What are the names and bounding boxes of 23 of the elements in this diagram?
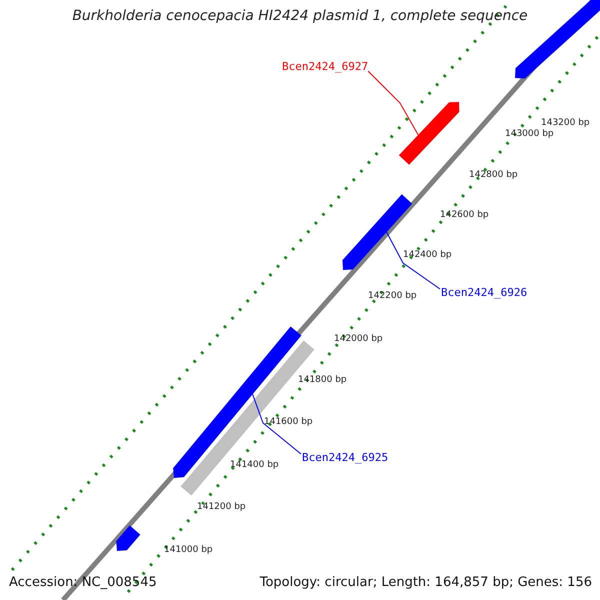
scale-label: 141400 bp xyxy=(230,461,279,471)
gene-label: Bcen2424_6925 xyxy=(302,452,388,464)
leader-line xyxy=(368,70,419,136)
gene-arrow xyxy=(116,525,140,551)
scale-label: 143200 bp xyxy=(541,119,590,129)
scale-label: 141200 bp xyxy=(197,503,246,513)
scale-label: 141600 bp xyxy=(264,418,313,428)
accession-text: Accession: NC_008545 xyxy=(9,576,157,590)
gene-label: Bcen2424_6927 xyxy=(282,61,368,74)
scale-label: 142400 bp xyxy=(403,251,452,261)
scale-label: 142600 bp xyxy=(440,211,489,221)
scale-label: 142200 bp xyxy=(368,292,417,302)
gene-label: Bcen2424_6926 xyxy=(441,287,528,300)
leader-line xyxy=(386,232,440,290)
summary-text: Topology: circular; Length: 164,857 bp; Genes: 156 xyxy=(260,576,592,590)
scale-label: 142800 bp xyxy=(469,171,518,181)
scale-label: 141800 bp xyxy=(298,376,347,386)
scale-label: 142000 bp xyxy=(334,335,383,345)
scale-label: 143000 bp xyxy=(505,130,554,140)
leader-line xyxy=(252,394,302,454)
title: Burkholderia cenocepacia HI2424 plasmid 1, complete sequence xyxy=(71,9,529,24)
scale-label: 141000 bp xyxy=(164,546,213,556)
gene-arrow xyxy=(398,102,460,165)
